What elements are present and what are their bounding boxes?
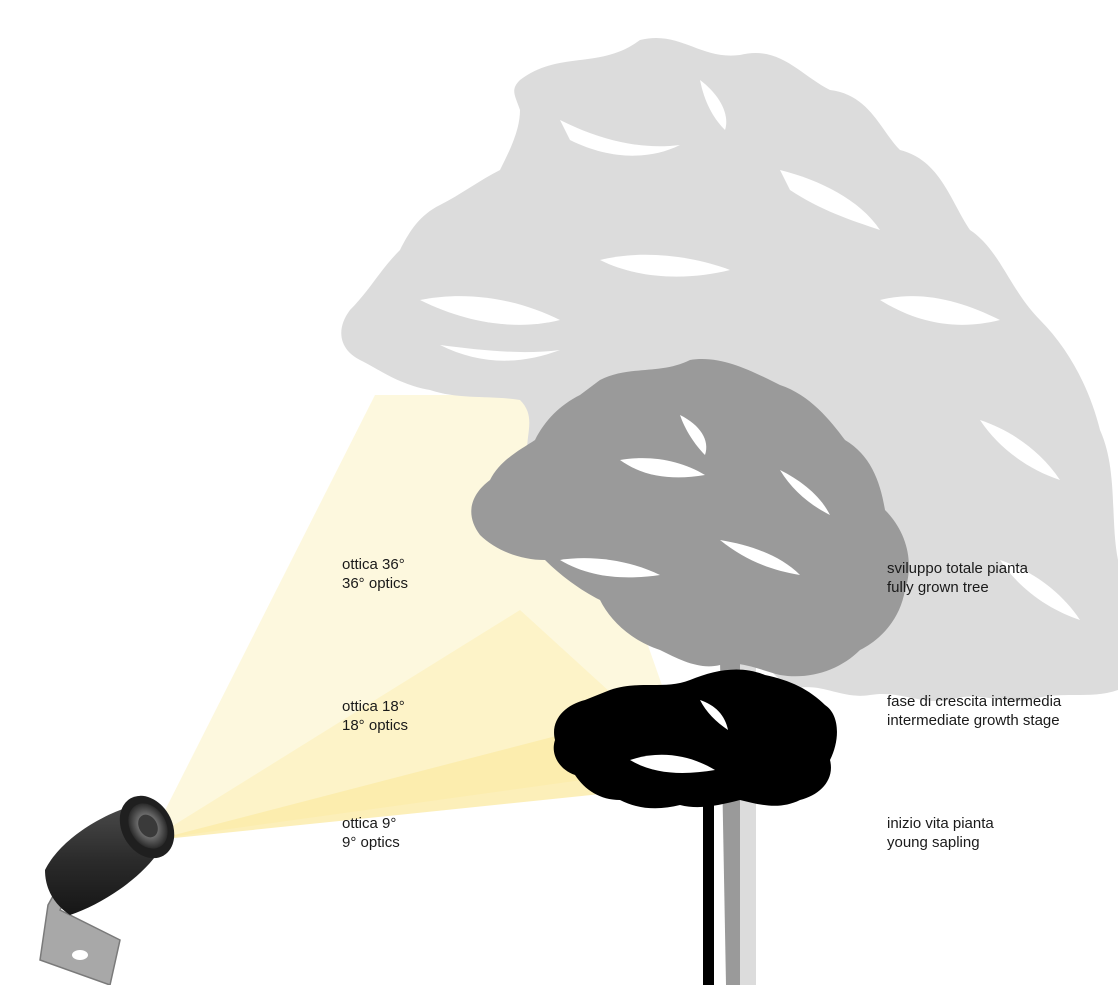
optics-36-en: 36° optics — [342, 574, 408, 593]
optics-9-it: ottica 9° — [342, 814, 400, 833]
optics-9-label: ottica 9° 9° optics — [342, 814, 400, 852]
optics-18-it: ottica 18° — [342, 697, 408, 716]
optics-18-label: ottica 18° 18° optics — [342, 697, 408, 735]
growth-young-label: inizio vita pianta young sapling — [887, 814, 994, 852]
optics-18-en: 18° optics — [342, 716, 408, 735]
growth-full-it: sviluppo totale pianta — [887, 559, 1028, 578]
bracket-hole — [72, 950, 88, 960]
growth-intermediate-label: fase di crescita intermedia intermediate… — [887, 692, 1061, 730]
optics-36-it: ottica 36° — [342, 555, 408, 574]
growth-full-en: fully grown tree — [887, 578, 1028, 597]
optics-36-label: ottica 36° 36° optics — [342, 555, 408, 593]
growth-intermediate-en: intermediate growth stage — [887, 711, 1061, 730]
growth-intermediate-it: fase di crescita intermedia — [887, 692, 1061, 711]
growth-young-it: inizio vita pianta — [887, 814, 994, 833]
spotlight-fixture — [40, 786, 185, 985]
tree-young — [554, 670, 837, 985]
growth-full-label: sviluppo totale pianta fully grown tree — [887, 559, 1028, 597]
growth-young-en: young sapling — [887, 833, 994, 852]
optics-9-en: 9° optics — [342, 833, 400, 852]
